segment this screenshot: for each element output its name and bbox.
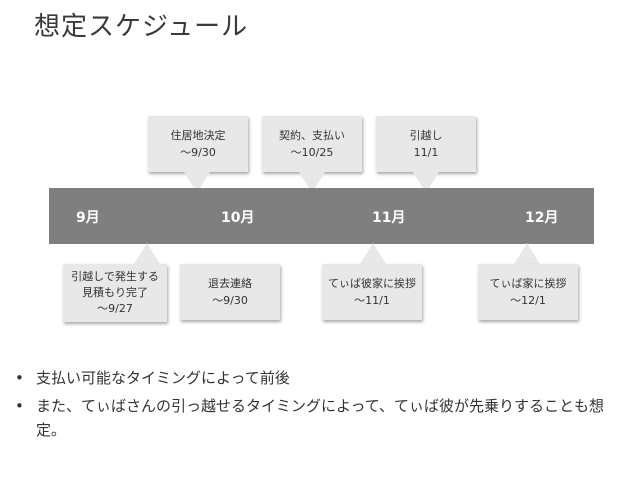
callout-below-4-pointer bbox=[514, 243, 540, 264]
month-label-dec: 12月 bbox=[525, 210, 559, 226]
callout-line: てぃば家に挨拶 bbox=[489, 277, 567, 290]
callout-below-2: 退去連絡 〜9/30 bbox=[180, 264, 280, 320]
callout-above-3: 引越し 11/1 bbox=[376, 116, 476, 172]
callout-line: 〜9/30 bbox=[212, 294, 248, 307]
page-title: 想定スケジュール bbox=[34, 12, 249, 42]
callout-line: 引越し bbox=[409, 129, 443, 142]
callout-line: 〜12/1 bbox=[510, 294, 546, 307]
callout-above-1: 住居地決定 〜9/30 bbox=[148, 116, 248, 172]
month-label-oct: 10月 bbox=[221, 210, 255, 226]
list-item-text: 支払い可能なタイミングによって前後 bbox=[36, 369, 290, 387]
notes-list: • 支払い可能なタイミングによって前後 • また、てぃばさんの引っ越せるタイミン… bbox=[14, 366, 624, 446]
callout-line: 退去連絡 bbox=[208, 277, 252, 290]
month-label-sep: 9月 bbox=[76, 210, 100, 226]
callout-line: 引越しで発生する bbox=[71, 270, 159, 283]
callout-line: 11/1 bbox=[413, 146, 439, 159]
timeline-bar bbox=[49, 188, 594, 244]
callout-below-3: てぃば彼家に挨拶 〜11/1 bbox=[322, 264, 422, 320]
callout-line: 〜10/25 bbox=[290, 146, 334, 159]
callout-line: 〜11/1 bbox=[354, 294, 390, 307]
callout-below-1-pointer bbox=[134, 243, 160, 264]
callout-below-1: 引越しで発生する 見積もり完了 〜9/27 bbox=[63, 264, 167, 322]
callout-below-3-pointer bbox=[360, 243, 386, 264]
callout-above-2: 契約、支払い 〜10/25 bbox=[262, 116, 362, 172]
callout-line: 〜9/30 bbox=[180, 146, 216, 159]
callout-above-3-pointer bbox=[413, 172, 439, 193]
callout-line: 見積もり完了 bbox=[82, 286, 148, 299]
list-item-text: また、てぃばさんの引っ越せるタイミングによって、てぃば彼が先乗りすることも想定。 bbox=[36, 397, 605, 439]
callout-above-2-pointer bbox=[299, 172, 325, 193]
callout-line: てぃば彼家に挨拶 bbox=[328, 277, 416, 290]
callout-below-4: てぃば家に挨拶 〜12/1 bbox=[478, 264, 578, 320]
bullet-icon: • bbox=[15, 397, 24, 415]
bullet-icon: • bbox=[15, 369, 24, 387]
callout-line: 契約、支払い bbox=[279, 129, 345, 142]
callout-above-1-pointer bbox=[184, 172, 210, 193]
callout-line: 〜9/27 bbox=[97, 302, 133, 315]
list-item: • 支払い可能なタイミングによって前後 bbox=[14, 366, 624, 390]
callout-line: 住居地決定 bbox=[170, 129, 226, 142]
list-item: • また、てぃばさんの引っ越せるタイミングによって、てぃば彼が先乗りすることも想… bbox=[14, 394, 624, 442]
month-label-nov: 11月 bbox=[372, 210, 406, 226]
